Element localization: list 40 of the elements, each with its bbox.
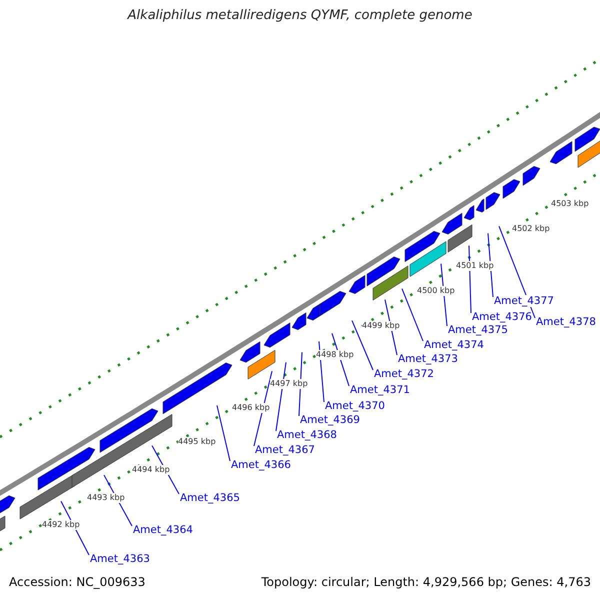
scale-label: 4496 kbp <box>232 403 270 414</box>
gene-label: Amet_4367 <box>255 444 315 456</box>
leader-line <box>468 245 472 314</box>
leader-line <box>402 288 424 342</box>
scale-label: 4494 kbp <box>132 465 170 476</box>
gene-label: Amet_4370 <box>325 400 385 412</box>
title: Alkaliphilus metalliredigens QYMF, complete genome <box>126 8 474 23</box>
genome-summary: Topology: circular; Length: 4,929,566 bp; Genes: 4,763 <box>261 575 591 589</box>
scale-label: 4493 kbp <box>87 492 125 503</box>
gene-label: Amet_4376 <box>472 311 532 323</box>
gene-label: Amet_4374 <box>424 339 484 351</box>
scale-label: 4492 kbp <box>42 520 80 530</box>
gene-label: Amet_4375 <box>448 324 508 336</box>
leader-line <box>298 352 302 416</box>
scale-label: 4497 kbp <box>270 379 308 390</box>
scale-label: 4500 kbp <box>417 286 455 296</box>
leader-line <box>216 404 230 462</box>
gene-label: Amet_4373 <box>398 353 458 365</box>
gene-label: Amet_4372 <box>374 368 434 380</box>
scale-label: 4502 kbp <box>512 224 550 234</box>
gene-label: Amet_4365 <box>180 492 240 504</box>
gene-label: Amet_4371 <box>350 384 410 396</box>
gene-label: Amet_4363 <box>90 553 150 565</box>
gene-label: Amet_4378 <box>536 316 596 328</box>
leader-line <box>254 370 272 446</box>
gene-label: Amet_4366 <box>231 459 291 471</box>
leader-line <box>276 362 286 432</box>
scale-label: 4495 kbp <box>178 436 216 447</box>
leader-line <box>352 320 374 370</box>
scale-label: 4498 kbp <box>316 350 354 360</box>
gene-label: Amet_4369 <box>300 414 360 426</box>
scale-label: 4499 kbp <box>362 321 400 332</box>
leader-line <box>498 226 536 318</box>
accession-text: Accession: NC_009633 <box>9 575 146 589</box>
scale-label: 4503 kbp <box>551 198 589 209</box>
gene-label: Amet_4368 <box>277 429 337 441</box>
gene-label: Amet_4377 <box>494 295 554 307</box>
scale-label: 4501 kbp <box>456 260 494 271</box>
gene-label: Amet_4364 <box>133 524 193 536</box>
leader-line <box>440 263 448 326</box>
